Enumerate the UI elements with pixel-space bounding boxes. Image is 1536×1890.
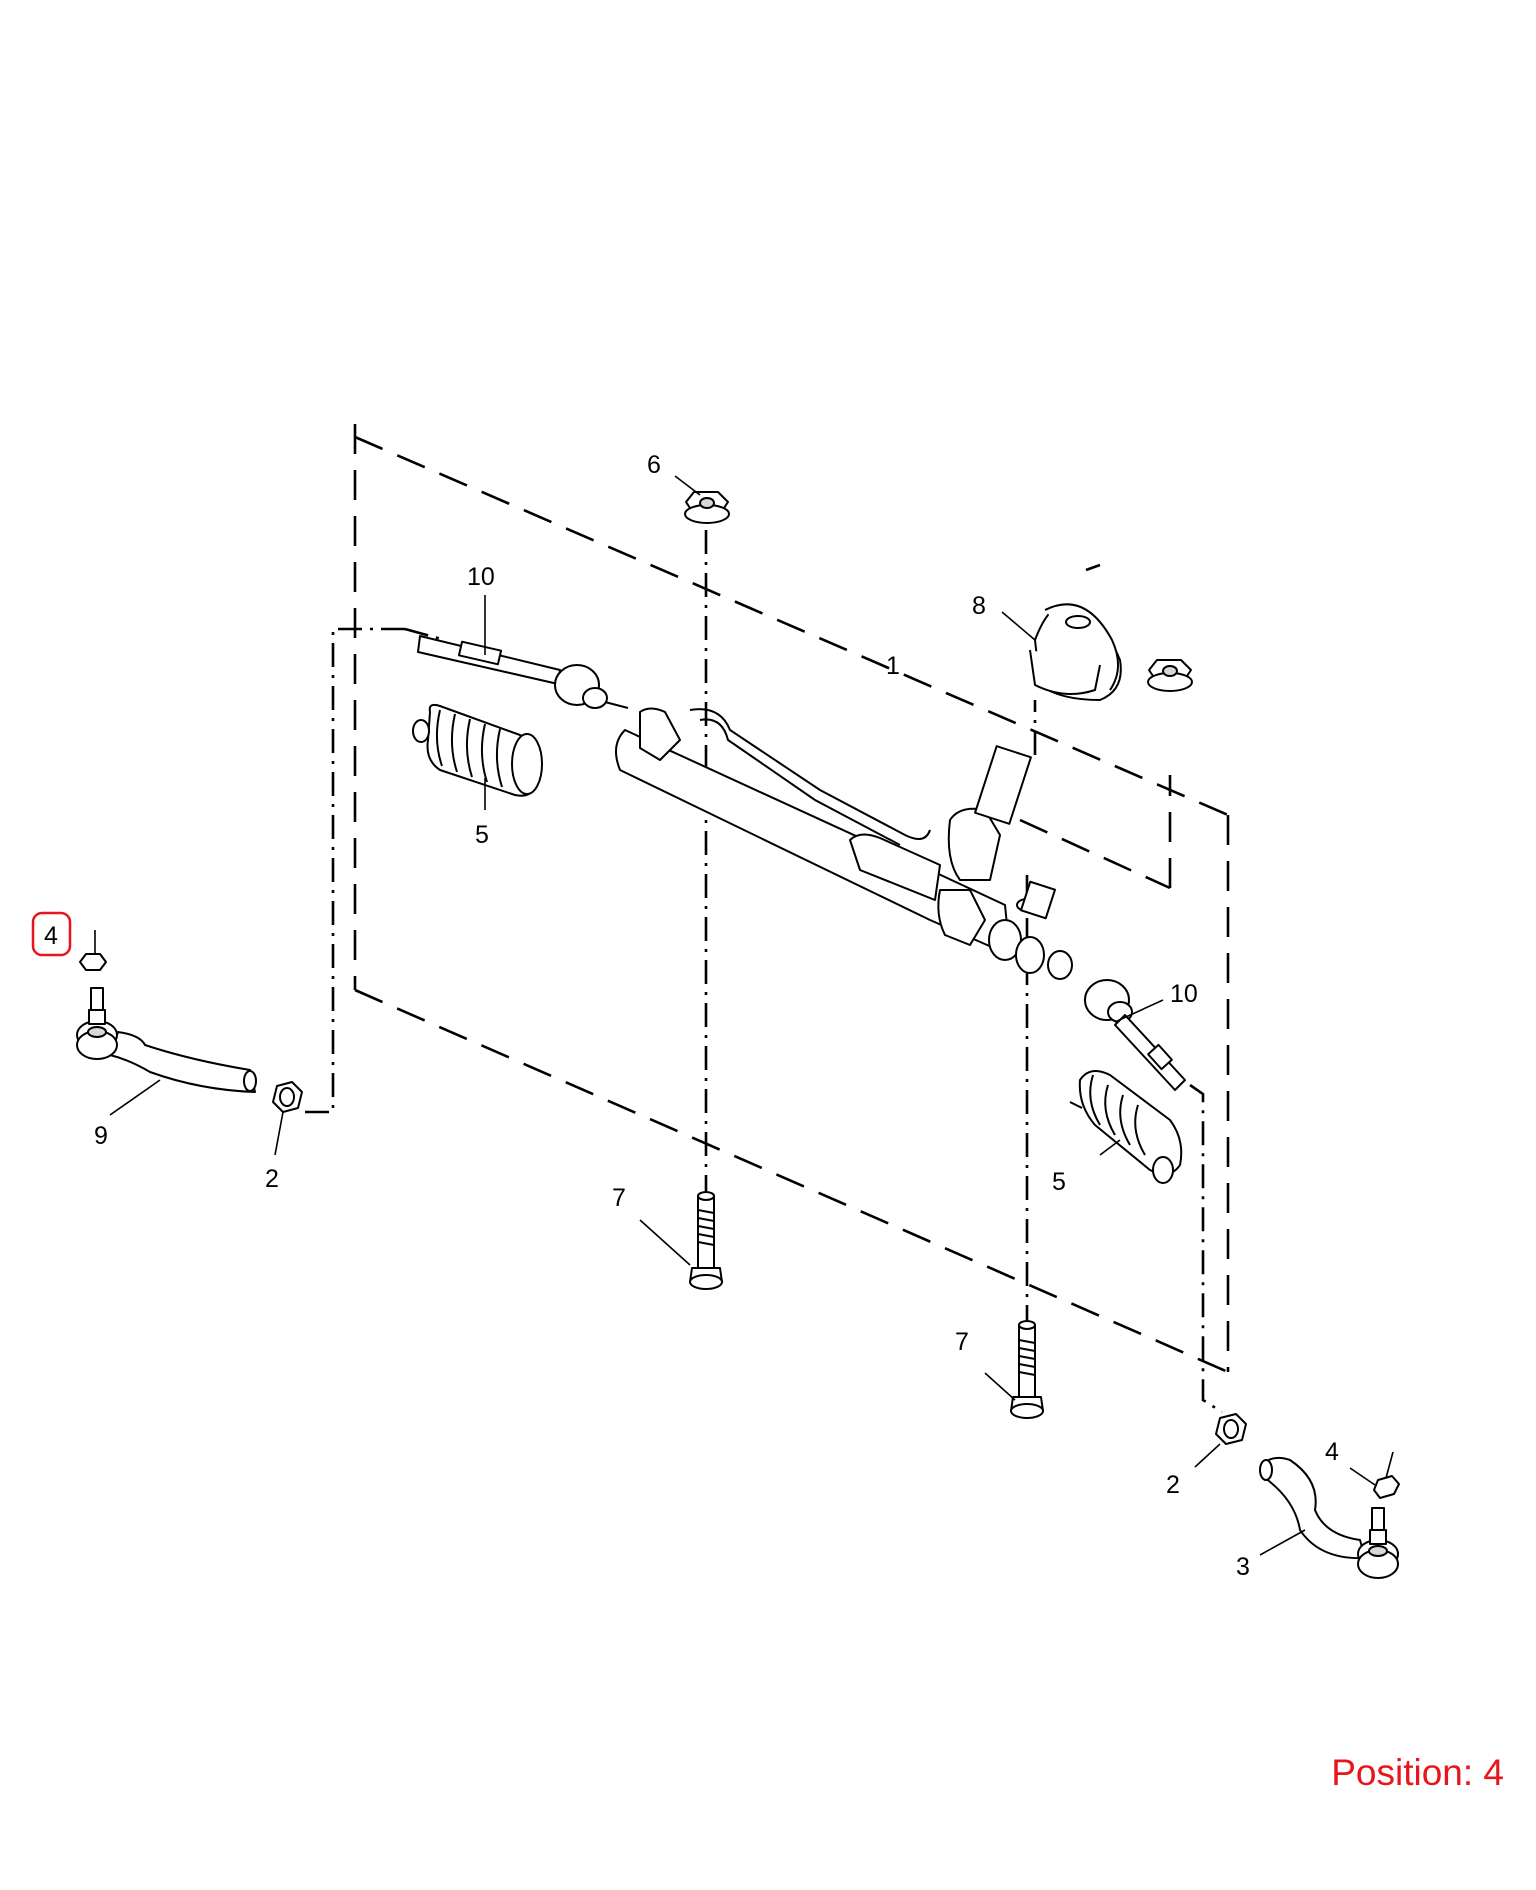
callout-10-left[interactable]: 10 — [467, 563, 495, 591]
nut-right-upper — [1147, 659, 1193, 692]
nut-part-6 — [684, 491, 730, 524]
callout-9[interactable]: 9 — [94, 1122, 108, 1150]
callout-5-right[interactable]: 5 — [1052, 1168, 1066, 1196]
bolt-left-part-7 — [689, 1191, 723, 1290]
highlight-box-callout-4 — [31, 911, 72, 957]
callout-labels: 1 6 10 8 5 10 5 7 7 4 9 2 2 4 3 — [44, 451, 1339, 1581]
bellows-boot-right-part-5 — [1069, 1070, 1183, 1184]
nut-right-part-4 — [1373, 1451, 1400, 1499]
callout-1[interactable]: 1 — [886, 652, 900, 680]
callout-4-right[interactable]: 4 — [1325, 1438, 1339, 1466]
outer-tie-rod-end-left-part-9 — [76, 987, 257, 1093]
callout-5-left[interactable]: 5 — [475, 821, 489, 849]
leader-lines — [109, 475, 1376, 1556]
outer-tie-rod-end-right-part-3 — [1259, 1456, 1399, 1579]
inner-tie-rod-right-part-10 — [1084, 979, 1186, 1091]
lock-nut-right-part-2 — [1215, 1413, 1247, 1445]
callout-6[interactable]: 6 — [647, 451, 661, 479]
callout-10-right[interactable]: 10 — [1170, 980, 1198, 1008]
callout-8[interactable]: 8 — [972, 592, 986, 620]
callout-7-right[interactable]: 7 — [955, 1328, 969, 1356]
callout-4-left[interactable]: 4 — [44, 922, 58, 950]
boot-part-8 — [1029, 603, 1122, 701]
callout-7-left[interactable]: 7 — [612, 1184, 626, 1212]
bolt-right-part-7 — [1010, 1320, 1044, 1419]
nut-left-part-4 — [79, 930, 107, 971]
bellows-boot-left-part-5 — [412, 703, 543, 797]
callout-2-left[interactable]: 2 — [265, 1165, 279, 1193]
steering-rack-part-1 — [615, 707, 1073, 980]
position-label: Position: 4 — [1331, 1752, 1504, 1793]
inner-tie-rod-left-part-10 — [417, 635, 629, 709]
lock-nut-left-part-2 — [272, 1081, 303, 1113]
callout-3[interactable]: 3 — [1236, 1553, 1250, 1581]
assembly-outline-dashed — [353, 424, 1230, 1374]
alignment-lines — [297, 530, 1223, 1414]
callout-2-right[interactable]: 2 — [1166, 1471, 1180, 1499]
